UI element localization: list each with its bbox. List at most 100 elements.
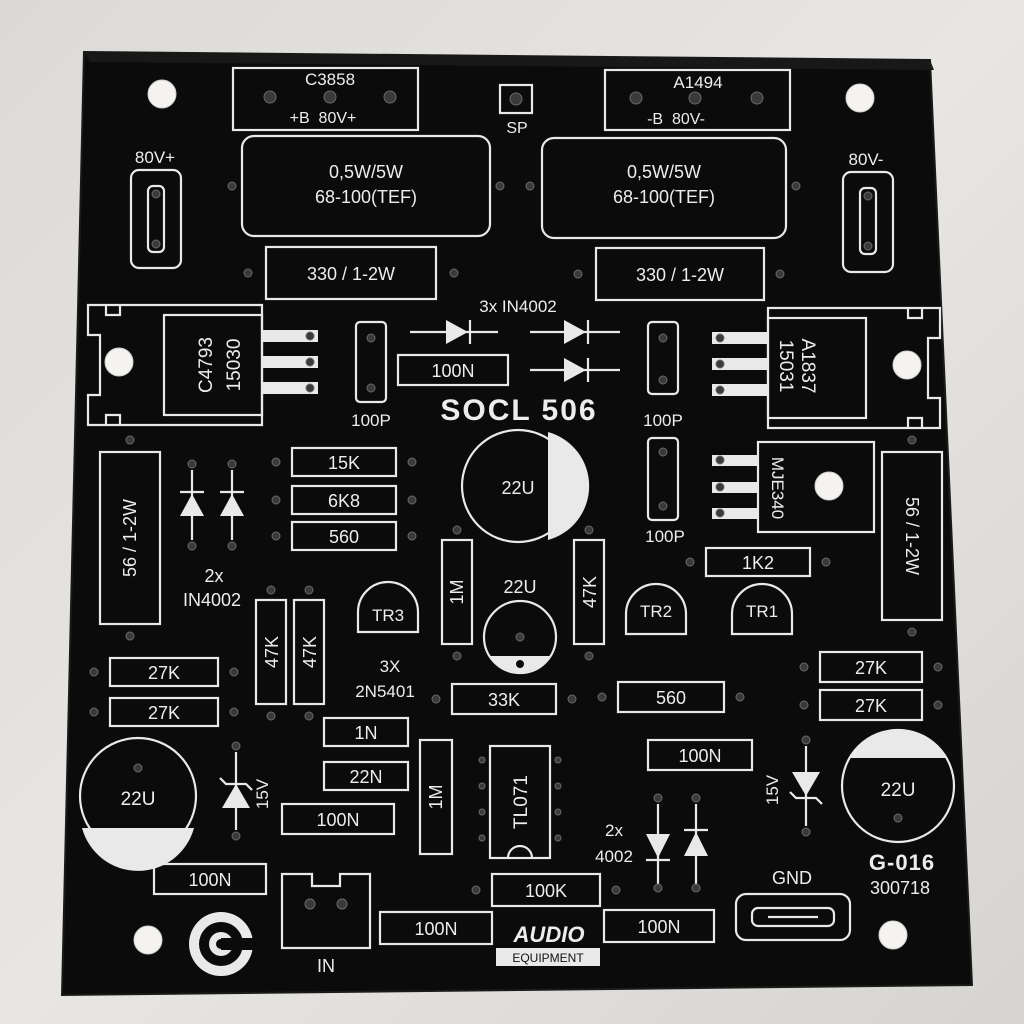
cap-100n-d: [378, 910, 494, 946]
mount-hole: [845, 83, 875, 113]
cap-1n: [322, 716, 410, 748]
cap-100n-a-label: 100N: [316, 810, 359, 830]
transistor-a1837-num: 15031: [775, 340, 796, 393]
resistor-47k-b: [254, 598, 288, 706]
transistor-tr1: [730, 582, 794, 636]
resistor-560-b: [616, 680, 726, 714]
brand-audio: AUDIO: [513, 922, 585, 947]
diodes-bottom-note2: 4002: [595, 847, 633, 866]
resistor-100k-label: 100K: [525, 881, 567, 901]
transistor-tr1-label: TR1: [746, 602, 778, 621]
resistor-1k2: [704, 546, 812, 578]
cap-100n-d-label: 100N: [414, 919, 457, 939]
cap-22n: [322, 760, 410, 792]
resistor-330-left-label: 330 / 1-2W: [307, 264, 395, 284]
emitter-resistor-right-line1: 0,5W/5W: [627, 162, 701, 182]
mount-hole: [892, 350, 922, 380]
resistor-27k-3-label: 27K: [855, 658, 887, 678]
cap-100n-a: [280, 802, 396, 836]
mount-hole: [133, 925, 163, 955]
mount-hole: [814, 471, 844, 501]
cap-100n-b: [646, 738, 754, 772]
resistor-56-left: [98, 450, 162, 626]
cap-100n-e-label: 100N: [637, 917, 680, 937]
driver-pnp-pins: -B 80V-: [647, 111, 705, 128]
cap-22u-small-label: 22U: [503, 577, 536, 597]
rail-neg-connector: [841, 170, 895, 274]
cap-100n-b-label: 100N: [678, 746, 721, 766]
diode-d1: [410, 320, 498, 344]
driver-pnp-outline: [603, 68, 792, 132]
rail-pos-connector: [129, 168, 183, 270]
cap-100p-right-1-label: 100P: [643, 411, 683, 430]
resistor-47k-b-label: 47K: [262, 636, 282, 668]
resistor-33k: [450, 682, 558, 716]
input-connector: [280, 872, 372, 950]
resistor-330-right: [594, 246, 766, 302]
cap-22u-small: [482, 599, 558, 675]
cap-100p-left-label: 100P: [351, 411, 391, 430]
transistor-c4793-num: 15030: [224, 339, 245, 392]
cap-100p-right-1: [646, 320, 680, 396]
resistor-6k8: [290, 484, 398, 516]
driver-npn-label: C3858: [305, 70, 355, 89]
resistor-15k-label: 15K: [328, 453, 360, 473]
transistor-tr3: [356, 580, 420, 634]
emitter-resistor-right: [540, 136, 788, 240]
resistor-100k: [490, 872, 602, 908]
resistor-1m-a: [440, 538, 474, 646]
resistor-27k-4: [818, 688, 924, 722]
cap-100n-e: [602, 908, 716, 944]
resistor-1m-b: [418, 738, 454, 856]
resistor-56-right-label: 56 / 1-2W: [902, 497, 922, 575]
resistor-1k2-label: 1K2: [742, 553, 774, 573]
resistor-33k-label: 33K: [488, 690, 520, 710]
resistor-56-left-label: 56 / 1-2W: [120, 499, 140, 577]
diode-left-pair: [180, 459, 244, 551]
driver-npn-pins: +B 80V+: [290, 110, 357, 127]
driver-pnp-label: A1494: [673, 73, 722, 92]
cap-22n-label: 22N: [349, 767, 382, 787]
transistor-a1837-label: A1837: [797, 339, 818, 394]
resistor-1m-a-label: 1M: [447, 579, 467, 604]
diode-d3: [530, 358, 620, 382]
emitter-resistor-left-line1: 0,5W/5W: [329, 162, 403, 182]
brand-equipment: EQUIPMENT: [512, 951, 584, 965]
transistor-a1837-outline: [766, 306, 942, 430]
zener-left: [219, 741, 253, 841]
input-label: IN: [317, 956, 335, 976]
pcb-board: [60, 50, 974, 997]
zener-right-label: 15V: [763, 774, 782, 805]
transistors-note1: 3X: [380, 657, 401, 676]
transistor-tr2-label: TR2: [640, 602, 672, 621]
resistor-27k-3: [818, 650, 924, 684]
emitter-resistor-left: [240, 134, 492, 238]
resistor-47k-a-label: 47K: [580, 576, 600, 608]
speaker-pad-outline: [498, 83, 534, 115]
resistor-330-left: [264, 245, 438, 301]
cap-100n-top-label: 100N: [431, 361, 474, 381]
diode-bottom-pair: [646, 793, 708, 893]
mount-hole: [878, 920, 908, 950]
cap-100n-c-label: 100N: [188, 870, 231, 890]
board-model: G-016: [869, 850, 935, 875]
resistor-330-right-label: 330 / 1-2W: [636, 265, 724, 285]
resistor-27k-2: [108, 696, 220, 728]
resistor-47k-c-label: 47K: [300, 636, 320, 668]
mount-hole: [147, 79, 177, 109]
board-date: 300718: [870, 878, 930, 898]
resistor-1m-b-label: 1M: [426, 784, 446, 809]
transistor-tr3-label: TR3: [372, 606, 404, 625]
cap-100p-right-2-label: 100P: [645, 527, 685, 546]
brand-logo: [189, 912, 255, 976]
resistor-56-right: [880, 450, 944, 622]
diodes-bottom-note1: 2x: [605, 821, 623, 840]
gnd-connector: [734, 892, 852, 942]
cap-1n-label: 1N: [354, 723, 377, 743]
resistor-27k-1-label: 27K: [148, 663, 180, 683]
resistor-560-a-label: 560: [329, 527, 359, 547]
resistor-27k-1: [108, 656, 220, 688]
emitter-resistor-right-line2: 68-100(TEF): [613, 187, 715, 207]
transistors-note2: 2N5401: [355, 682, 415, 701]
